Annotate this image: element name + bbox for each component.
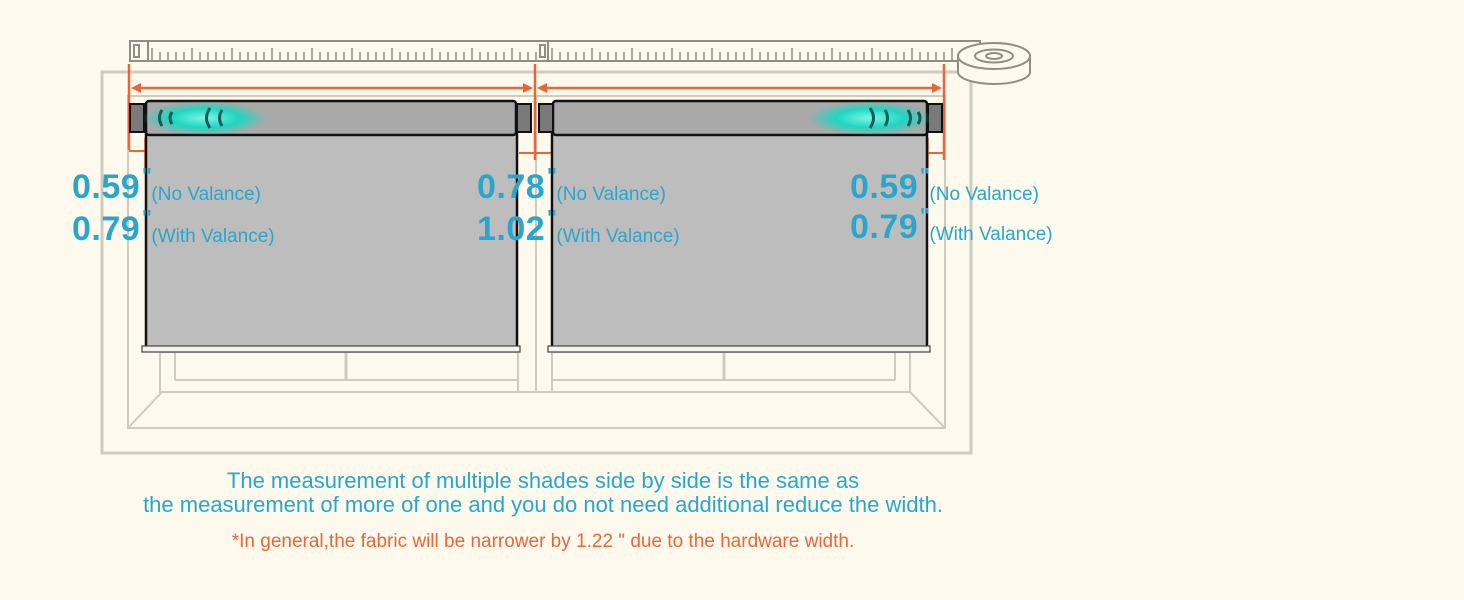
no-valance-label: (No Valance)	[151, 184, 261, 205]
caption-line-2: the measurement of more of one and you d…	[143, 492, 943, 517]
inch-mark: "	[547, 204, 557, 234]
measure-value: 0.79	[72, 210, 141, 248]
left-with-valance: 0.79"(With Valance)	[72, 204, 275, 249]
measure-value: 0.59	[850, 168, 919, 206]
inch-mark: "	[920, 162, 930, 192]
measure-value: 1.02	[477, 210, 546, 248]
left-no-valance: 0.59"(No Valance)	[72, 162, 261, 207]
hardware-note: *In general,the fabric will be narrower …	[231, 531, 855, 552]
with-valance-label: (With Valance)	[929, 224, 1053, 245]
right-with-valance: 0.79"(With Valance)	[850, 202, 1053, 247]
motor-icon	[143, 101, 932, 135]
no-valance-label: (No Valance)	[556, 184, 666, 205]
window-frame	[100, 70, 973, 455]
measure-value: 0.78	[477, 168, 546, 206]
tape-measure-icon	[129, 40, 1031, 85]
left-shade	[129, 99, 532, 353]
no-valance-label: (No Valance)	[929, 184, 1039, 205]
with-valance-label: (With Valance)	[556, 226, 680, 247]
inch-mark: "	[547, 162, 557, 192]
measure-value: 0.59	[72, 168, 141, 206]
inch-mark: "	[142, 162, 152, 192]
with-valance-label: (With Valance)	[151, 226, 275, 247]
inch-mark: "	[920, 202, 930, 232]
inch-mark: "	[142, 204, 152, 234]
measure-value: 0.79	[850, 208, 919, 246]
middle-no-valance: 0.78"(No Valance)	[477, 162, 666, 207]
caption-line-1: The measurement of multiple shades side …	[226, 468, 860, 493]
middle-with-valance: 1.02"(With Valance)	[477, 204, 680, 249]
right-no-valance: 0.59"(No Valance)	[850, 162, 1039, 207]
